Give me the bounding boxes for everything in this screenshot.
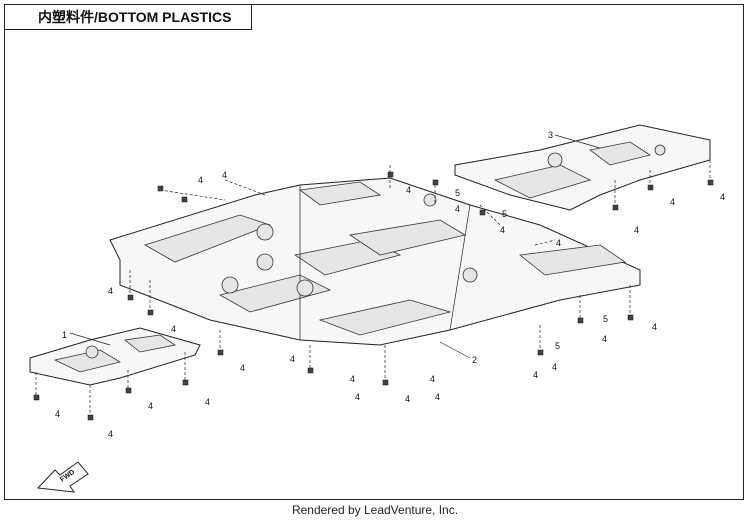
- callout-fastener-4: 4: [720, 192, 725, 202]
- callout-fastener-4: 4: [108, 429, 113, 439]
- callout-fastener-4: 4: [55, 409, 60, 419]
- callout-fastener-5: 5: [502, 209, 507, 219]
- bottom-skid-plate-front[interactable]: [29, 327, 201, 386]
- callout-fastener-4: 4: [205, 397, 210, 407]
- bottom-skid-plate-main[interactable]: [109, 177, 641, 346]
- callout-fastener-5: 5: [555, 341, 560, 351]
- callout-fastener-5: 5: [603, 314, 608, 324]
- callout-fastener-4: 4: [148, 401, 153, 411]
- callout-fastener-4: 4: [406, 185, 411, 195]
- callout-fastener-4: 4: [350, 374, 355, 384]
- diagram-frame: [4, 4, 744, 500]
- callout-part-2: 2: [472, 355, 477, 365]
- bolt-set: [33, 171, 714, 421]
- callout-fastener-4: 4: [652, 322, 657, 332]
- callout-part-3: 3: [548, 130, 553, 140]
- callout-fastener-4: 4: [430, 374, 435, 384]
- callout-fastener-4: 4: [198, 175, 203, 185]
- callout-fastener-5: 5: [455, 188, 460, 198]
- callout-fastener-4: 4: [556, 238, 561, 248]
- callout-fastener-4: 4: [455, 204, 460, 214]
- callout-fastener-4: 4: [533, 370, 538, 380]
- callout-fastener-4: 4: [171, 324, 176, 334]
- forward-direction-arrow: FWD: [36, 461, 89, 493]
- callout-fastener-4: 4: [222, 170, 227, 180]
- callout-fastener-4: 4: [500, 225, 505, 235]
- callout-fastener-4: 4: [108, 286, 113, 296]
- callout-fastener-4: 4: [670, 197, 675, 207]
- callout-fastener-4: 4: [355, 392, 360, 402]
- bottom-skid-plate-rear[interactable]: [454, 124, 711, 211]
- page-title: 内塑料件/BOTTOM PLASTICS: [4, 4, 252, 30]
- callout-fastener-4: 4: [435, 392, 440, 402]
- callout-fastener-4: 4: [290, 354, 295, 364]
- callout-fastener-4: 4: [240, 363, 245, 373]
- callout-fastener-4: 4: [634, 225, 639, 235]
- callout-part-1: 1: [62, 330, 67, 340]
- callout-fastener-4: 4: [602, 334, 607, 344]
- callout-fastener-4: 4: [552, 362, 557, 372]
- callout-fastener-4: 4: [405, 394, 410, 404]
- footer-credit: Rendered by LeadVenture, Inc.: [291, 503, 459, 517]
